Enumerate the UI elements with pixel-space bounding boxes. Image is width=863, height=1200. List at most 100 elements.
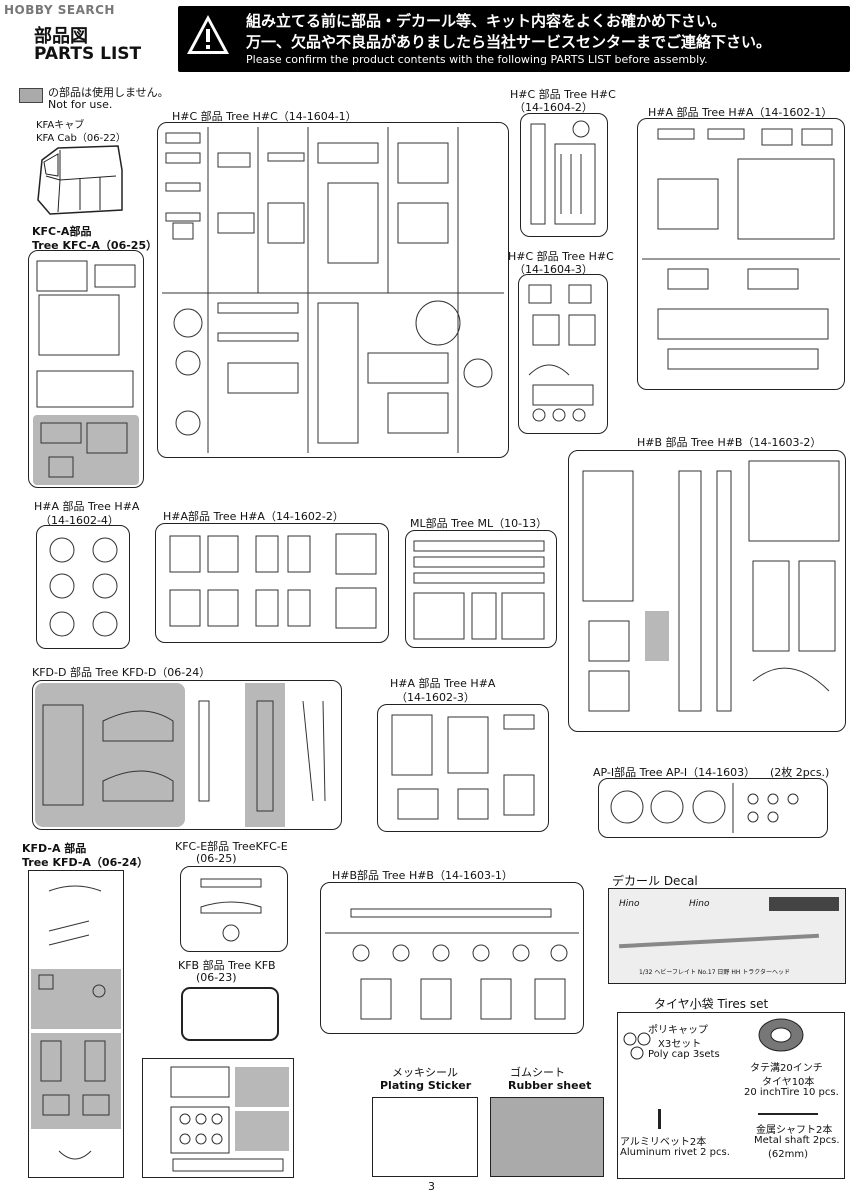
polycap-jp-2: X3セット xyxy=(658,1039,702,1050)
tree-ml-parts xyxy=(413,540,545,640)
polycap-jp: ポリキャップ xyxy=(648,1025,708,1036)
tree-hb1-parts xyxy=(325,908,579,1020)
tree-kfb xyxy=(142,1058,294,1178)
tree-hc3-parts xyxy=(528,284,596,422)
legend-en: Not for use. xyxy=(48,98,113,111)
tree-kfda-parts xyxy=(31,885,121,1160)
page-title-en: PARTS LIST xyxy=(34,44,142,64)
decal-stripe xyxy=(619,933,819,949)
tree-ha4 xyxy=(36,525,130,649)
shaft-jp: 金属シャフト2本 xyxy=(756,1125,833,1136)
shaft-icon xyxy=(758,1113,818,1115)
tree-hc2-label2: （14-1604-2） xyxy=(514,101,593,114)
tire-jp-2: タイヤ10本 xyxy=(762,1077,815,1088)
tree-ha1-label: H#A 部品 Tree H#A（14-1602-1） xyxy=(648,106,833,119)
tree-hb1 xyxy=(320,882,584,1034)
decal-emblem xyxy=(769,897,839,911)
tree-hc1 xyxy=(157,122,509,458)
tree-ha3-parts xyxy=(391,714,535,820)
tree-hc3-label1: H#C 部品 Tree H#C xyxy=(508,250,614,263)
tree-kfce xyxy=(180,866,288,952)
tire-en: 20 inchTire 10 pcs. xyxy=(744,1087,839,1098)
tree-hb1-label: H#B部品 Tree H#B（14-1603-1） xyxy=(332,869,513,882)
tree-api-label: AP-I部品 Tree AP-I（14-1603） xyxy=(593,766,756,779)
page-title-jp: 部品図 xyxy=(34,26,88,47)
tree-kfca-parts xyxy=(33,260,139,485)
tree-kfce-label1: KFC-E部品 TreeKFC-E xyxy=(175,840,288,853)
tree-hc1-parts xyxy=(162,127,504,453)
tree-kfb-parts xyxy=(170,1066,289,1172)
tree-kfdd-parts xyxy=(35,683,326,827)
polycap-icon xyxy=(623,1032,651,1060)
tree-ha3 xyxy=(377,704,549,832)
tree-kfdd-label: KFD-D 部品 Tree KFD-D（06-24） xyxy=(32,666,211,679)
plating-sticker xyxy=(372,1097,478,1177)
legend-jp: の部品は使用しません。 xyxy=(48,86,169,99)
rubber-label-jp: ゴムシート xyxy=(510,1066,565,1079)
tree-kfdd xyxy=(32,680,342,830)
decal-sheet: Hino Hino 1/32 ヘビーフレイト No.17 日野 HH トラクター… xyxy=(608,888,846,984)
decal-label: デカール Decal xyxy=(612,874,698,888)
rubber-sheet xyxy=(490,1097,604,1177)
tree-ml-label: ML部品 Tree ML（10-13） xyxy=(410,517,548,530)
tree-kfca-label2: Tree KFC-A（06-25） xyxy=(32,239,158,252)
tree-ha2-parts xyxy=(169,533,377,629)
cab-label-jp: KFAキャブ xyxy=(36,120,85,131)
tree-ha3-label1: H#A 部品 Tree H#A xyxy=(390,677,496,690)
tree-kfda-label1: KFD-A 部品 xyxy=(22,842,87,855)
tire-jp: タテ溝20インチ xyxy=(750,1063,823,1074)
decal-brand-2: Hino xyxy=(689,899,710,909)
tire-icon xyxy=(758,1018,804,1052)
tree-ha1-parts xyxy=(642,128,840,370)
tree-hc2-parts xyxy=(530,120,596,225)
warning-icon xyxy=(187,15,229,54)
tree-ha4-label2: （14-1602-4） xyxy=(40,514,119,527)
tree-ha3-label2: （14-1602-3） xyxy=(396,691,475,704)
tree-kfce-parts xyxy=(200,878,262,942)
cab-illustration xyxy=(37,145,123,215)
rivet-jp: アルミリベット2本 xyxy=(620,1137,707,1148)
tree-ha2-label: H#A部品 Tree H#A（14-1602-2） xyxy=(163,510,344,523)
tree-kfca xyxy=(28,250,144,488)
decal-footer: 1/32 ヘビーフレイト No.17 日野 HH トラクターヘッド xyxy=(639,969,791,976)
tree-api-parts xyxy=(610,783,799,833)
shaft-en: Metal shaft 2pcs. xyxy=(754,1135,840,1146)
tree-ha4-parts xyxy=(49,537,118,637)
plating-label-jp: メッキシール xyxy=(392,1066,458,1079)
tree-kfda-label2: Tree KFD-A（06-24） xyxy=(22,856,149,869)
warning-text-2: 万一、欠品や不良品がありましたら当社サービスセンターまでご連絡下さい。 xyxy=(246,33,772,51)
warning-banner xyxy=(178,6,850,72)
tree-hc2 xyxy=(520,113,608,237)
tree-kfda xyxy=(28,870,124,1178)
tires-title: タイヤ小袋 Tires set xyxy=(654,997,769,1011)
rivet-en: Aluminum rivet 2 pcs. xyxy=(620,1147,730,1158)
watermark: HOBBY SEARCH xyxy=(4,3,115,17)
warning-text-1: 組み立てる前に部品・デカール等、キット内容をよくお確かめ下さい。 xyxy=(246,12,727,30)
tree-ha2 xyxy=(155,523,389,643)
rivet-icon xyxy=(658,1109,661,1129)
cab-label-en: KFA Cab（06-22） xyxy=(36,133,126,144)
not-used-swatch xyxy=(19,88,43,103)
warning-text-3: Please confirm the product contents with… xyxy=(246,53,708,66)
shaft-length: (62mm) xyxy=(768,1149,809,1160)
tires-set-box: ポリキャップ X3セット Poly cap 3sets タテ溝20インチ タイヤ… xyxy=(617,1012,845,1179)
plating-label-en: Plating Sticker xyxy=(380,1079,472,1092)
tree-hc3 xyxy=(518,274,608,434)
kfb-grille-part xyxy=(181,987,279,1041)
tree-api xyxy=(598,778,828,838)
tree-hb2-label: H#B 部品 Tree H#B（14-1603-2） xyxy=(637,436,822,449)
tree-api-qty: (2枚 2pcs.) xyxy=(770,766,830,779)
tree-ml xyxy=(405,530,557,648)
tree-hc3-label2: （14-1604-3） xyxy=(514,263,593,276)
decal-brand-1: Hino xyxy=(619,899,640,909)
tree-kfce-label2: (06-25) xyxy=(196,852,237,865)
tree-kfb-label1: KFB 部品 Tree KFB xyxy=(178,959,276,972)
tree-hc1-label: H#C 部品 Tree H#C（14-1604-1） xyxy=(172,110,357,123)
tree-ha1 xyxy=(637,118,845,390)
tree-hb2 xyxy=(568,450,846,732)
page-number: 3 xyxy=(428,1180,435,1193)
rubber-label-en: Rubber sheet xyxy=(508,1079,592,1092)
tree-ha4-label1: H#A 部品 Tree H#A xyxy=(34,500,140,513)
tree-kfb-label2: (06-23) xyxy=(196,971,237,984)
tree-hc2-label1: H#C 部品 Tree H#C xyxy=(510,88,616,101)
